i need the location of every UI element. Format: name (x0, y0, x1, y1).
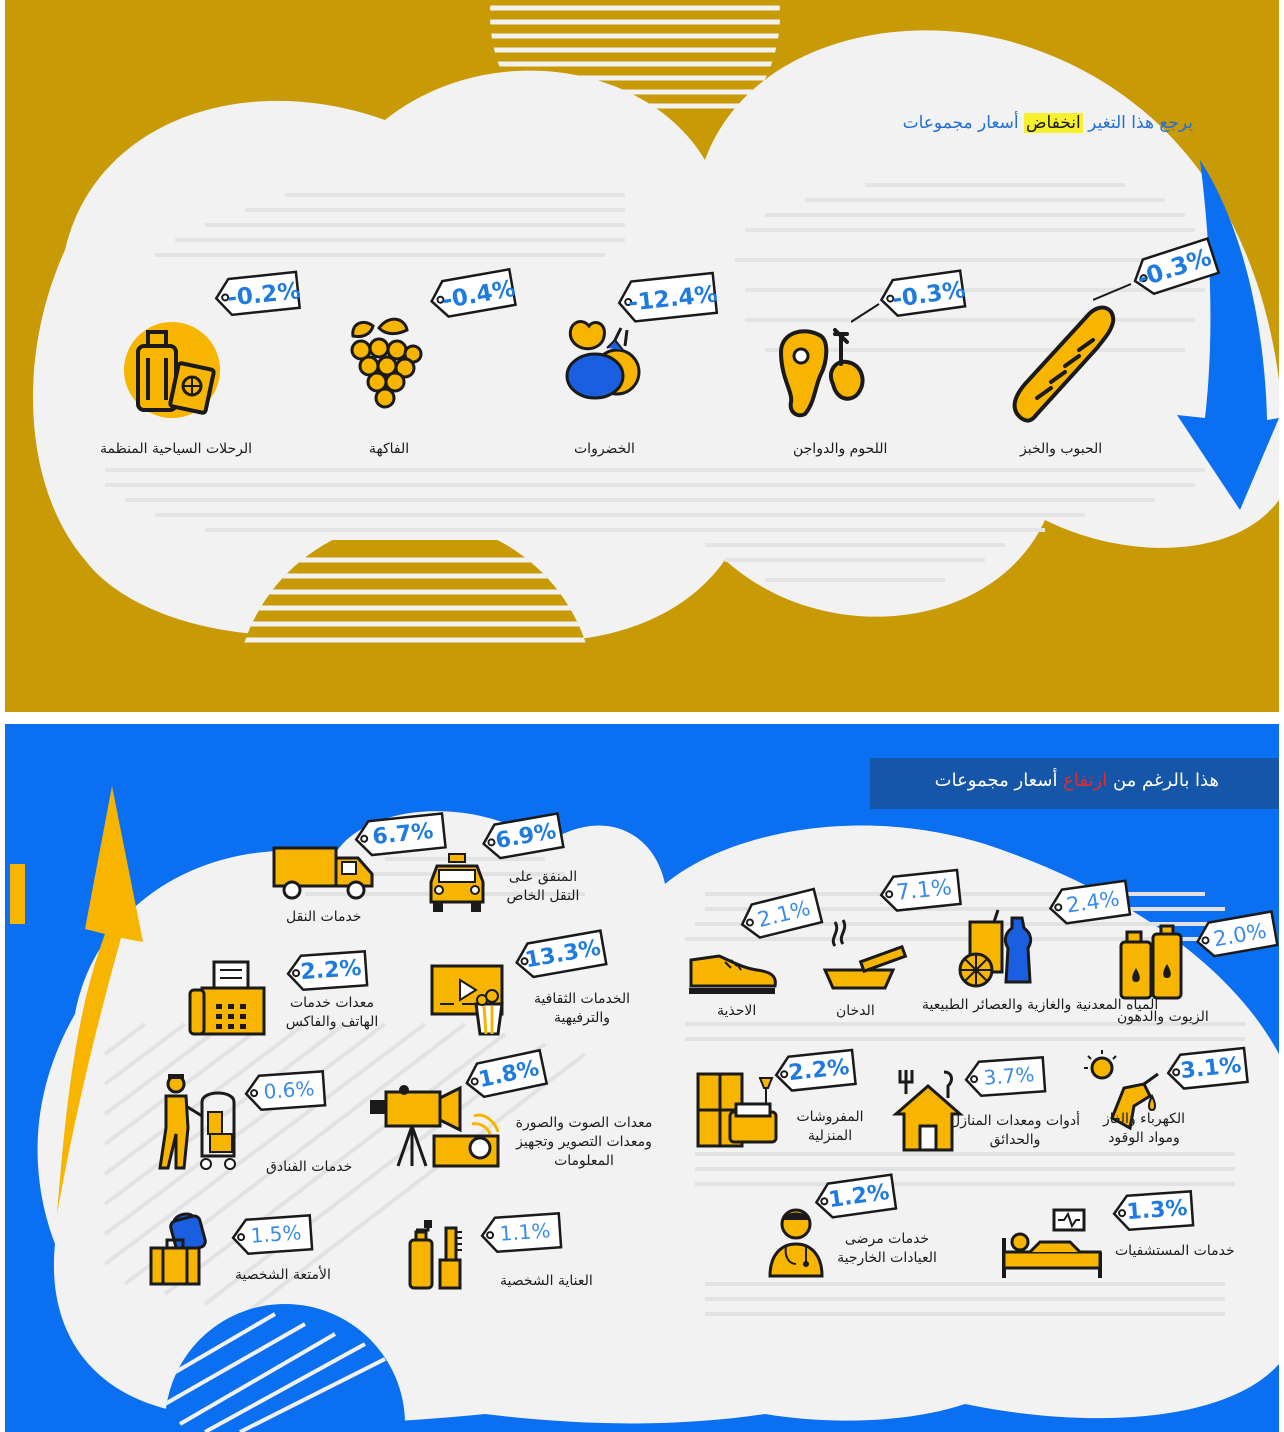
increase-heading-banner: هذا بالرغم من ارتفاع أسعار مجموعات (870, 758, 1279, 809)
price-change-value: 1.5% (249, 1220, 303, 1248)
item-label: المياه المعدنية والغازية والعصائر الطبيع… (922, 996, 1158, 1015)
decoration-sparkle (64, 169, 196, 301)
decoration-striped-circle-bottom (235, 540, 595, 710)
item-label: الخضروات (574, 441, 635, 457)
price-tag-icon (1048, 879, 1132, 925)
price-change-value: 3.7% (982, 1062, 1036, 1090)
price-tag-icon (964, 1055, 1047, 1097)
item-label: خدمات النقل (286, 909, 362, 925)
item-label-text: أدوات ومعدات المنازل والحدائق (950, 1113, 1080, 1148)
item-label: الحبوب والخبز (1020, 441, 1103, 457)
item-label-text: خدمات مرضى العيادات الخارجية (837, 1231, 937, 1266)
decrease-panel-background (33, 0, 1279, 710)
fuel-energy-icon (1084, 1050, 1159, 1131)
hospital-bed-icon (1002, 1208, 1102, 1278)
vegetables-icon (565, 320, 641, 400)
price-tag-icon (617, 271, 719, 323)
price-tag-icon (286, 949, 369, 991)
decrease-panel: يرجع هذا التغير انخفاض أسعار مجموعات -0.… (5, 0, 1279, 712)
decrease-heading-text-end: أسعار مجموعات (902, 113, 1019, 133)
price-tag-icon (879, 269, 967, 318)
price-tag-icon (481, 812, 565, 860)
personal-care-icon (408, 1220, 462, 1290)
travel-luggage-icon (124, 322, 220, 418)
item-label: اللحوم والدواجن (793, 441, 888, 457)
price-tag-icon (1133, 236, 1221, 296)
price-tag-icon (1195, 910, 1279, 958)
cloud-stripes (105, 183, 1205, 582)
price-change-value: 1.1% (498, 1218, 552, 1246)
item-label: الرحلات السياحية المنظمة (100, 441, 253, 457)
increase-heading-text: هذا بالرغم من (1112, 770, 1219, 791)
down-arrow (1177, 160, 1279, 510)
item-label: خدمات الفنادق (266, 1159, 353, 1175)
price-tag-icon (214, 270, 302, 317)
item-label: خدمات مرضى العيادات الخارجية (822, 1230, 952, 1268)
decrease-heading-text: يرجع هذا التغير (1088, 113, 1193, 133)
item-label-text: المياه المعدنية والغازية والعصائر الطبيع… (922, 997, 1159, 1013)
item-label: خدمات المستشفيات (1115, 1243, 1235, 1259)
bread-icon (1012, 305, 1116, 423)
price-change-value: 0.6% (262, 1076, 316, 1104)
item-label-text: الخدمات الثقافية والترفيهية (533, 991, 631, 1026)
item-label-text: الكهرباء والغاز ومواد الوقود (1103, 1111, 1185, 1146)
item-label: الفاكهة (369, 441, 410, 457)
luggage-icon (149, 1212, 207, 1286)
price-tag-icon (231, 1213, 314, 1255)
item-label-text: معدات خدمات الهاتف والفاكس (285, 995, 379, 1030)
price-tag-icon (430, 267, 517, 318)
price-tag-icon (465, 1048, 549, 1099)
increase-panel (5, 724, 1279, 1432)
item-label: الكهرباء والغاز ومواد الوقود (1088, 1110, 1200, 1148)
price-tag-icon (480, 1211, 563, 1253)
up-arrow (57, 786, 143, 1214)
item-label: الخدمات الثقافية والترفيهية (532, 990, 632, 1028)
price-tag-icon (740, 887, 824, 939)
item-label: الدخان (836, 1003, 875, 1019)
increase-heading-text-end: أسعار مجموعات (934, 770, 1058, 791)
item-label: العناية الشخصية (500, 1273, 593, 1289)
oil-bottles-icon (1119, 924, 1183, 1000)
taxi-icon (429, 853, 485, 912)
decrease-highlight: انخفاض (1023, 113, 1083, 133)
ashtray-icon (822, 919, 908, 990)
doctor-icon (768, 1208, 824, 1278)
item-label: معدات خدمات الهاتف والفاكس (270, 994, 394, 1032)
decrease-heading: يرجع هذا التغير انخفاض أسعار مجموعات (903, 113, 1193, 133)
price-tag-icon (244, 1069, 327, 1111)
item-label: أدوات ومعدات المنازل والحدائق (950, 1112, 1080, 1150)
hotel-porter-icon (158, 1074, 236, 1170)
item-label: المنفق على النقل الخاص (505, 868, 581, 906)
price-change-value: 1.3% (1125, 1195, 1189, 1226)
item-label-text: المنفق على النقل الخاص (506, 869, 580, 904)
item-label: الأمتعة الشخصية (235, 1267, 331, 1283)
item-label: المفروشات المنزلية (790, 1108, 870, 1146)
drinks-icon (958, 909, 1033, 988)
grapes-icon (350, 317, 423, 409)
item-label: معدات الصوت والصورة ومعدات التصوير وتجهي… (514, 1114, 654, 1171)
price-tag-icon (879, 868, 962, 912)
price-tag-icon (814, 1173, 898, 1219)
shoe-icon (689, 954, 777, 994)
price-tag-icon (1166, 1046, 1249, 1090)
price-tag-icon (515, 929, 608, 979)
price-tag-icon (774, 1048, 857, 1092)
furniture-icon (696, 1072, 778, 1148)
house-garden-icon (892, 1070, 964, 1152)
price-tag-icon (354, 812, 447, 857)
price-tag-icon (1112, 1189, 1195, 1231)
fax-icon (188, 960, 266, 1036)
item-label-text: معدات الصوت والصورة ومعدات التصوير وتجهي… (515, 1115, 653, 1169)
meat-poultry-icon (778, 328, 865, 418)
item-label: الزيوت والدهون (1117, 1009, 1209, 1025)
truck-icon (272, 846, 374, 900)
item-label: الاحذية (717, 1003, 757, 1019)
increase-highlight: ارتفاع (1063, 770, 1108, 791)
price-change-value: 2.2% (299, 955, 363, 986)
item-label-text: المفروشات المنزلية (796, 1109, 864, 1144)
cinema-icon (430, 964, 504, 1036)
camera-projector-icon (370, 1085, 500, 1168)
